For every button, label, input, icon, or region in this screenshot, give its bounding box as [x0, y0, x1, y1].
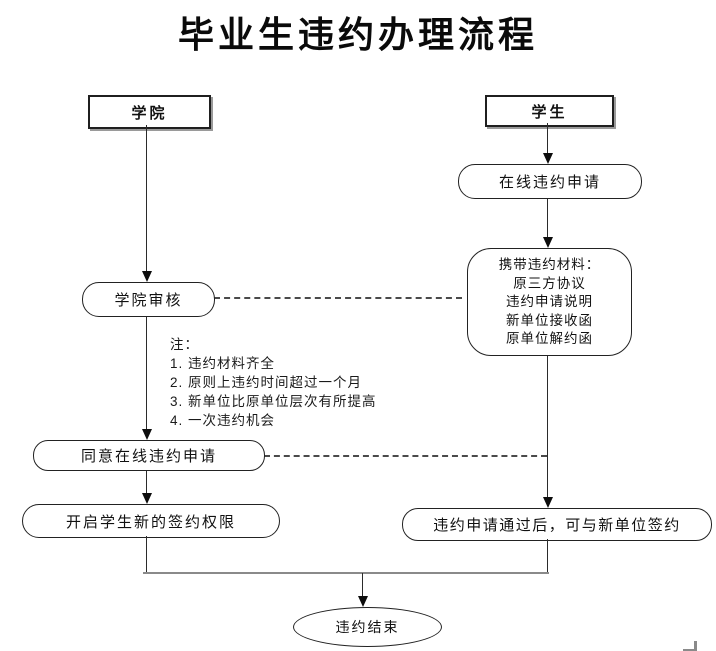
node-college-review: 学院审核 [82, 282, 215, 317]
node-online-apply-label: 在线违约申请 [498, 174, 601, 191]
materials-item: 原单位解约函 [506, 331, 593, 346]
lane-header-college-label: 学院 [131, 104, 168, 122]
note-item: 4. 一次违约机会 [170, 413, 276, 428]
lane-header-college: 学院 [88, 95, 211, 129]
arrowhead-college-review-icon [142, 271, 152, 282]
arrowhead-student-online-icon [543, 153, 553, 164]
junction-horizontal-line [143, 572, 549, 574]
dashed-connector-approve-studentline [264, 455, 547, 457]
node-approve-online: 同意在线违约申请 [33, 440, 265, 471]
arrowhead-materials-sign-icon [543, 497, 553, 508]
connector-open-exit [146, 536, 147, 573]
arrowhead-junction-end-icon [358, 596, 368, 607]
node-online-apply: 在线违约申请 [458, 164, 642, 199]
node-college-review-label: 学院审核 [114, 292, 183, 309]
node-end: 违约结束 [293, 607, 442, 647]
connector-student-to-online [547, 123, 548, 153]
node-sign-with-new: 违约申请通过后，可与新单位签约 [402, 508, 712, 541]
node-sign-with-new-label: 违约申请通过后，可与新单位签约 [433, 517, 681, 534]
connector-online-to-materials [547, 197, 548, 237]
corner-artifact-mark [683, 641, 697, 651]
materials-title: 携带违约材料： [498, 257, 601, 272]
node-open-permission: 开启学生新的签约权限 [22, 504, 280, 538]
materials-item: 违约申请说明 [506, 294, 593, 309]
flowchart-title: 毕业生违约办理流程 [177, 14, 538, 56]
node-materials: 携带违约材料： 原三方协议 违约申请说明 新单位接收函 原单位解约函 [467, 248, 632, 356]
arrowhead-approve-open-icon [142, 493, 152, 504]
note-heading: 注： [170, 337, 199, 352]
connector-college-to-review [146, 125, 147, 273]
node-end-label: 违约结束 [335, 619, 400, 635]
arrowhead-review-approve-icon [142, 429, 152, 440]
materials-item: 原三方协议 [513, 275, 586, 291]
node-approve-online-label: 同意在线违约申请 [80, 448, 217, 465]
arrowhead-online-materials-icon [543, 237, 553, 248]
connector-approve-to-open [146, 469, 147, 493]
note-item: 2. 原则上违约时间超过一个月 [170, 375, 363, 390]
dashed-connector-review-materials [214, 297, 462, 299]
connector-sign-exit [547, 539, 548, 573]
note-item: 3. 新单位比原单位层次有所提高 [170, 394, 377, 409]
connector-materials-to-sign [547, 347, 548, 497]
materials-item: 新单位接收函 [506, 312, 593, 328]
connector-junction-to-end [362, 573, 363, 597]
node-open-permission-label: 开启学生新的签约权限 [65, 513, 236, 531]
connector-review-to-approve [146, 315, 147, 429]
note-block: 注： 1. 违约材料齐全 2. 原则上违约时间超过一个月 3. 新单位比原单位层… [170, 335, 377, 430]
lane-header-student-label: 学生 [531, 103, 568, 121]
note-item: 1. 违约材料齐全 [170, 356, 276, 371]
lane-header-student: 学生 [485, 95, 614, 127]
